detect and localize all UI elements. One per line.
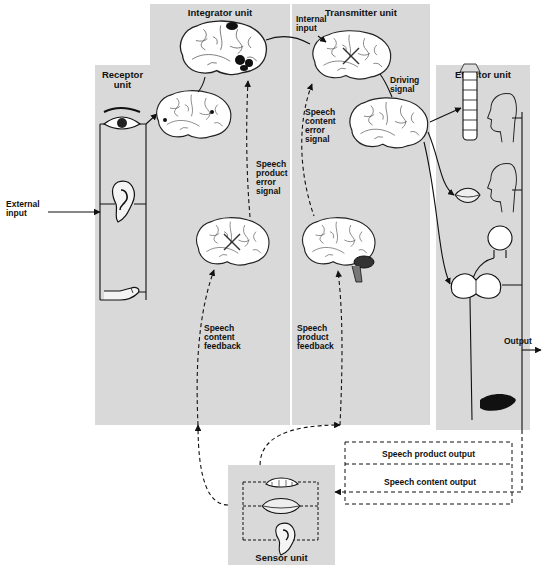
external-input-arrow bbox=[48, 211, 100, 212]
output-box bbox=[345, 442, 512, 504]
larynx-symbol bbox=[460, 64, 480, 140]
signal-line bbox=[318, 36, 326, 42]
lips-symbol bbox=[456, 195, 479, 197]
eye-symbol bbox=[104, 117, 140, 129]
brain-symbol bbox=[197, 218, 269, 265]
finger-symbol bbox=[131, 288, 133, 293]
feedback-connector bbox=[335, 430, 522, 492]
x-mark bbox=[224, 234, 240, 250]
eye-symbol bbox=[104, 108, 140, 129]
lips-symbol bbox=[455, 188, 480, 202]
cerebellum-symbol bbox=[352, 266, 362, 282]
x-mark bbox=[224, 234, 240, 250]
unit-heading: Transmitter unit bbox=[292, 8, 430, 18]
lungs-symbol bbox=[451, 274, 500, 298]
torso-symbol bbox=[470, 226, 512, 420]
signal-line bbox=[318, 36, 461, 284]
error-signal-line bbox=[338, 271, 342, 425]
lungs-symbol bbox=[451, 274, 500, 298]
ear-symbol bbox=[276, 523, 295, 555]
ear-symbol bbox=[276, 523, 295, 555]
ear-symbol bbox=[283, 530, 288, 540]
lesion-spot bbox=[163, 118, 167, 122]
unit-heading: Effector unit bbox=[436, 70, 530, 80]
lesion-spot bbox=[163, 110, 214, 122]
lesion-spot bbox=[210, 110, 214, 114]
x-mark bbox=[224, 234, 240, 250]
x-mark bbox=[343, 48, 359, 64]
finger-symbol bbox=[104, 287, 139, 300]
palate-symbol bbox=[266, 478, 298, 487]
lesion-spot bbox=[240, 65, 248, 71]
x-mark bbox=[343, 48, 359, 64]
output-box bbox=[345, 464, 512, 465]
unit-heading: Receptor unit bbox=[95, 70, 150, 91]
liver-symbol bbox=[480, 394, 516, 411]
receptor-wiring bbox=[146, 114, 157, 124]
ear-symbol bbox=[120, 190, 127, 210]
error-signal-line bbox=[197, 270, 214, 425]
receptor-wiring bbox=[100, 124, 115, 300]
lungs-symbol bbox=[476, 280, 477, 294]
lesion-spot bbox=[226, 22, 238, 30]
ear-symbol bbox=[113, 181, 135, 222]
lips-symbol bbox=[455, 188, 480, 202]
head-profile bbox=[488, 163, 517, 212]
brain-symbol bbox=[157, 91, 231, 138]
larynx-symbol bbox=[463, 80, 477, 130]
output-box bbox=[345, 442, 512, 504]
lips-symbol bbox=[262, 499, 300, 514]
signal-label: External input bbox=[6, 200, 46, 218]
signal-line bbox=[380, 74, 392, 97]
palate-symbol bbox=[272, 480, 292, 486]
output-wiring bbox=[502, 112, 541, 430]
signal-line bbox=[266, 37, 310, 44]
feedback-connector bbox=[198, 425, 228, 505]
error-signal-line bbox=[302, 84, 314, 216]
larynx-symbol bbox=[463, 70, 477, 140]
signal-line bbox=[424, 142, 450, 284]
signal-line bbox=[198, 37, 310, 92]
brain-symbol bbox=[313, 31, 391, 79]
receptor-wiring bbox=[134, 124, 146, 300]
lesion-spot bbox=[235, 55, 245, 65]
lips-symbol bbox=[263, 506, 299, 508]
ear-symbol bbox=[113, 181, 135, 222]
external-input-arrow bbox=[48, 212, 100, 213]
receptor-wiring bbox=[100, 114, 157, 300]
eye-symbol bbox=[117, 118, 127, 128]
liver-symbol bbox=[480, 394, 516, 411]
sensor-wiring bbox=[292, 482, 318, 540]
unit-heading: Integrator unit bbox=[150, 8, 290, 18]
torso-symbol bbox=[488, 226, 512, 250]
larynx-symbol bbox=[460, 64, 480, 72]
brain-symbol bbox=[350, 98, 428, 148]
signal-label: Speech content output bbox=[384, 478, 510, 487]
x-mark bbox=[343, 48, 359, 64]
cerebellum-symbol bbox=[352, 256, 374, 282]
signal-line bbox=[430, 108, 461, 122]
palate-symbol bbox=[266, 478, 298, 487]
unit-panel: Effector unit bbox=[436, 65, 530, 430]
eye-symbol bbox=[104, 108, 140, 112]
signal-label: Speech product output bbox=[382, 450, 508, 459]
output-wiring bbox=[522, 349, 541, 350]
torso-symbol bbox=[494, 250, 506, 258]
lesion-spot bbox=[226, 22, 253, 71]
finger-symbol bbox=[104, 287, 139, 300]
output-wiring bbox=[502, 112, 522, 430]
lips-symbol bbox=[262, 499, 300, 514]
feedback-connector bbox=[260, 425, 340, 465]
brain-symbol bbox=[180, 21, 266, 75]
signal-line bbox=[198, 77, 205, 92]
error-signal-line bbox=[247, 81, 250, 217]
